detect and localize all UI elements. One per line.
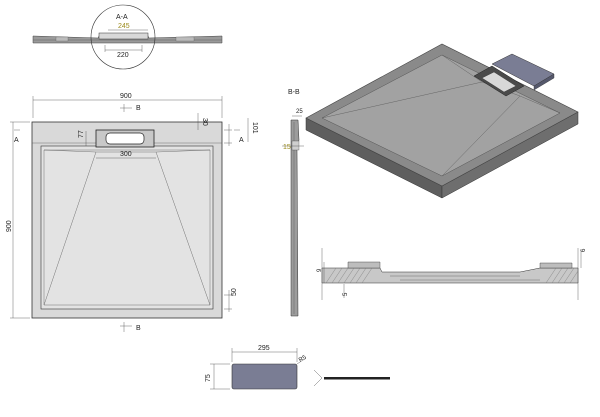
tray-inner <box>40 145 214 310</box>
dim-75: 75 <box>205 374 212 382</box>
dim-6: 6 <box>581 248 587 252</box>
marker-b-top: B <box>136 105 141 112</box>
profile-strip <box>321 267 579 284</box>
marker-a-right: A <box>239 137 244 144</box>
dim-300: 300 <box>120 151 132 158</box>
section-aa-label: A-A <box>116 14 128 21</box>
dim-r5: R5 <box>298 354 308 363</box>
dim-width-900: 900 <box>120 93 132 100</box>
cover-plate-edge <box>324 377 390 380</box>
section-bb-label: B-B <box>288 89 300 96</box>
marker-a-left: A <box>14 137 19 144</box>
cover-plate <box>231 363 298 390</box>
dim-77: 77 <box>78 130 85 138</box>
dim-220: 220 <box>117 52 129 59</box>
dim-101: 101 <box>251 122 258 134</box>
marker-b-bottom: B <box>136 325 141 332</box>
dim-245: 245 <box>118 23 130 30</box>
detail-circle <box>90 4 156 70</box>
dim-5: 5 <box>343 292 349 296</box>
dim-295: 295 <box>258 345 270 352</box>
section-bb: B-B 25 15 <box>282 89 304 317</box>
dim-25: 25 <box>296 109 303 115</box>
top-view: 900 900 300 77 30 101 50 <box>6 93 258 332</box>
dim-30: 30 <box>201 118 208 126</box>
dim-15: 15 <box>283 144 291 151</box>
section-aa-detail: A-A 245 220 <box>32 4 223 70</box>
dim-50: 50 <box>231 288 238 296</box>
profile-section: 6 9 5 <box>317 248 587 300</box>
dim-height-900: 900 <box>6 220 13 232</box>
dim-9: 9 <box>317 268 323 272</box>
isometric-view <box>305 43 579 199</box>
cover-plate-view: 295 75 R5 <box>205 345 390 390</box>
